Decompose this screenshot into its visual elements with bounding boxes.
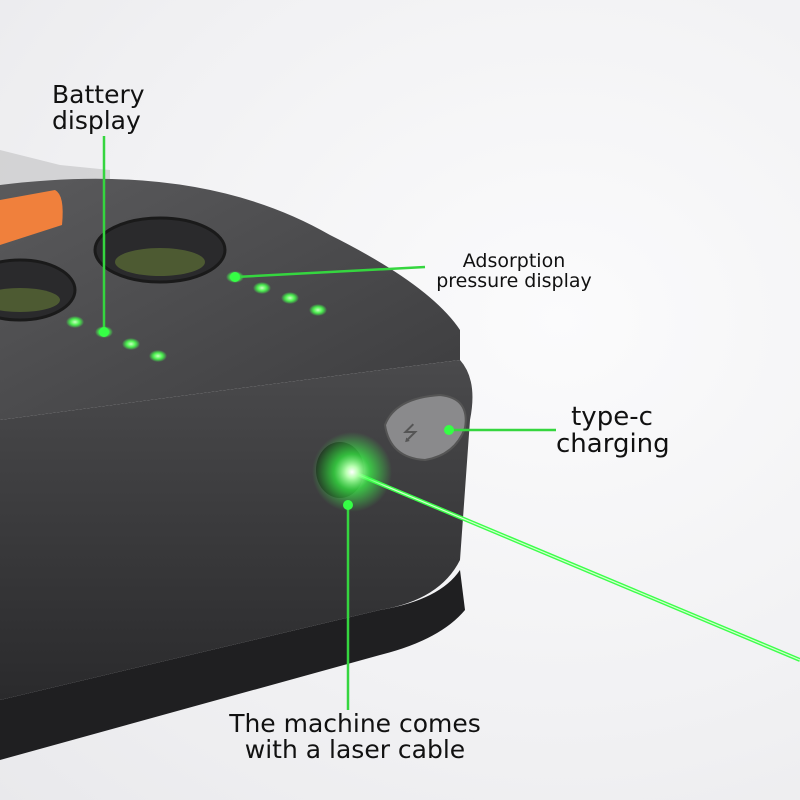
laser-label-line2: with a laser cable: [244, 735, 466, 765]
pressure-display-label: Adsorption pressure display: [428, 250, 600, 292]
pressure-label-line1: Adsorption: [462, 250, 566, 272]
laser-cable-label: The machine comes with a laser cable: [210, 709, 500, 765]
laser-glow: [312, 432, 392, 512]
callout-dots: [99, 272, 454, 510]
battery-label-line2: display: [52, 106, 141, 136]
battery-label-line1: Battery: [52, 80, 145, 109]
typec-label-line2: charging: [556, 429, 670, 460]
pressure-leds: [226, 271, 327, 316]
orange-release-button: [0, 190, 63, 245]
usb-icon: ⭍: [402, 421, 419, 445]
type-c-port-cover: [383, 393, 467, 462]
typec-charging-label: type-c charging: [556, 402, 670, 460]
callout-lines: [102, 136, 556, 710]
laser-label-line1: The machine comes: [229, 709, 481, 738]
pressure-label-line2: pressure display: [436, 269, 592, 292]
battery-display-label: Battery display: [52, 80, 145, 136]
typec-label-line1: type-c: [571, 402, 653, 432]
